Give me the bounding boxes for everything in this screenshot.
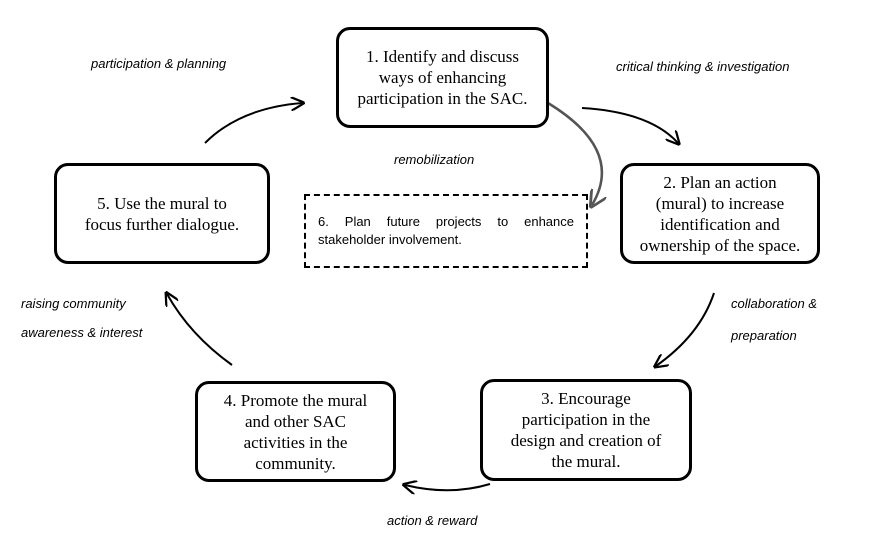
label-awareness-interest: awareness & interest: [21, 325, 143, 340]
label-preparation: preparation: [731, 328, 797, 343]
label-participation-planning: participation & planning: [91, 56, 227, 71]
arrow-step1-to-step2: [581, 107, 678, 143]
arrow-step1-to-step6: [547, 101, 602, 205]
step-1-box: 1. Identify and discuss ways of enhancin…: [336, 27, 549, 128]
step-1-text: 1. Identify and discuss ways of enhancin…: [357, 47, 528, 108]
step-6-text: 6. Plan future projects to enhance stake…: [318, 214, 574, 247]
step-6-box: 6. Plan future projects to enhance stake…: [304, 194, 588, 268]
label-action-reward: action & reward: [387, 513, 478, 528]
step-3-text: 3. Encourage participation in the design…: [510, 389, 662, 471]
step-2-text: 2. Plan an action (mural) to increase id…: [639, 172, 801, 255]
arrow-step2-to-step3: [656, 292, 715, 366]
arrow-step4-to-step5: [167, 294, 233, 366]
arrow-step3-to-step4: [405, 484, 491, 490]
step-5-box: 5. Use the mural to focus further dialog…: [54, 163, 270, 264]
step-4-box: 4. Promote the mural and other SAC activ…: [195, 381, 396, 482]
step-3-box: 3. Encourage participation in the design…: [480, 379, 692, 481]
label-raising-community: raising community: [21, 296, 126, 311]
step-2-box: 2. Plan an action (mural) to increase id…: [620, 163, 820, 264]
step-4-text: 4. Promote the mural and other SAC activ…: [223, 390, 368, 473]
label-remobilization: remobilization: [394, 152, 475, 167]
label-collaboration: collaboration &: [731, 296, 817, 311]
label-critical-thinking: critical thinking & investigation: [616, 59, 790, 74]
step-5-text: 5. Use the mural to focus further dialog…: [84, 193, 240, 234]
arrow-step5-to-step1: [204, 103, 302, 144]
